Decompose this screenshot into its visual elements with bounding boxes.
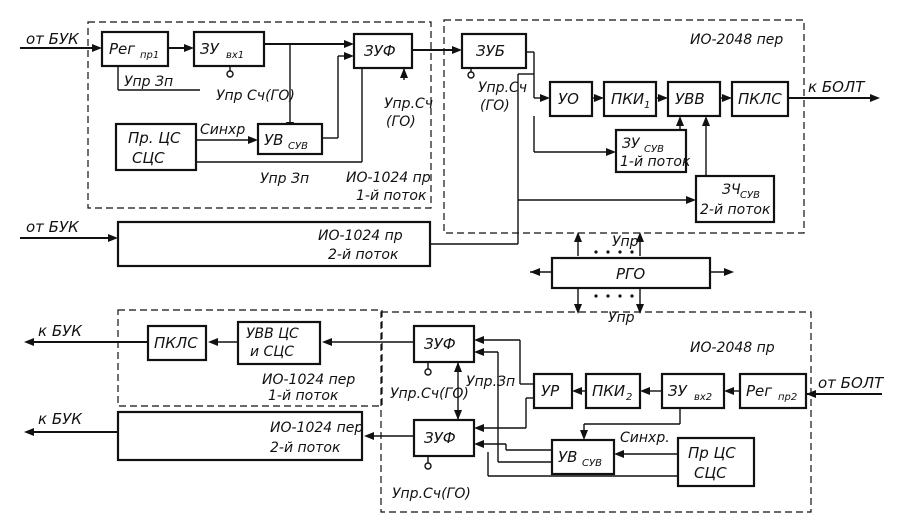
uvv-block: УВВ — [666, 80, 722, 118]
upr-zp-label-2: Упр Зп — [260, 171, 309, 187]
upr-sch-label-tx-l1: Упр.Сч — [384, 96, 433, 112]
svg-text:УО: УО — [558, 90, 579, 108]
input-label-from-bolt: от БОЛТ — [818, 374, 885, 392]
svg-text:УВ: УВ — [558, 448, 577, 466]
zu-vx1-block: ЗУ вх1 — [192, 30, 266, 68]
svg-text:ЗУБ: ЗУБ — [476, 42, 505, 60]
zuf-tx-block: ЗУФ — [352, 32, 414, 70]
svg-text:УВВ: УВВ — [675, 90, 705, 108]
svg-text:пр1: пр1 — [140, 50, 159, 61]
rgo-upr-bottom-label: Упр — [608, 310, 635, 326]
svg-text:ЗУФ: ЗУФ — [364, 42, 396, 60]
zuf-rx-lower-block: ЗУФ — [412, 418, 476, 458]
pr-cs-scs-block-tx: Пр. ЦС СЦС — [114, 122, 198, 172]
pki2-block: ПКИ 2 — [584, 372, 642, 410]
frame-io1024-rx-first — [117, 309, 383, 407]
frame-io2048-tx — [443, 19, 805, 234]
svg-text:УР: УР — [541, 382, 560, 400]
svg-text:пр2: пр2 — [778, 392, 797, 403]
svg-text:вх2: вх2 — [694, 392, 712, 403]
uv-suv-block-rx: УВ СУВ — [550, 438, 616, 476]
svg-text:Пр ЦС: Пр ЦС — [688, 444, 736, 462]
zub-block: ЗУБ — [460, 32, 528, 70]
sync-label-rx: Синхр. — [620, 430, 670, 446]
svg-text:ИО-1024 пр: ИО-1024 пр — [318, 228, 403, 244]
output-label-to-bolt: к БОЛТ — [808, 78, 866, 96]
svg-text:ЗУФ: ЗУФ — [424, 429, 456, 447]
svg-text:2: 2 — [626, 392, 632, 403]
pkls-rx-block: ПКЛС — [146, 324, 208, 362]
pr-cs-scs-block-rx: Пр ЦС СЦС — [676, 436, 756, 488]
svg-text:СЦС: СЦС — [132, 149, 165, 167]
upr-sch-label-tx-l2: (ГО) — [386, 114, 416, 130]
svg-text:Пр. ЦС: Пр. ЦС — [128, 129, 181, 147]
upr-sch-label-zub-l2: (ГО) — [480, 98, 510, 114]
reg-pr1-block: Рег пр1 — [100, 30, 170, 68]
reg-pr2-block: Рег пр2 — [738, 372, 808, 410]
uo-block: УО — [548, 80, 594, 118]
zuf-rx-upper-block: ЗУФ — [412, 324, 476, 364]
svg-text:вх1: вх1 — [226, 50, 244, 61]
output-label-to-buk-1: к БУК — [38, 322, 83, 340]
upr-sch-go-rx-label-1: Упр.Сч(ГО) — [390, 386, 469, 402]
svg-text:1: 1 — [644, 100, 650, 111]
svg-text:Рег: Рег — [109, 40, 135, 58]
io1024-pr-second-block: ИО-1024 пр 2-й поток — [116, 220, 432, 268]
svg-text:РГО: РГО — [616, 265, 645, 283]
io1024-pr-first-label-l2: 1-й поток — [356, 188, 427, 204]
svg-text:1-й поток: 1-й поток — [620, 154, 691, 170]
io2048-per-frame-label: ИО-2048 пер — [690, 32, 783, 48]
upr-sch-go-label: Упр Сч(ГО) — [216, 88, 295, 104]
svg-text:СУВ: СУВ — [582, 458, 602, 469]
zch-suv-second-block: ЗЧ СУВ 2-й поток — [694, 174, 776, 224]
sync-label-tx: Синхр — [200, 122, 245, 138]
input-label-from-buk-2: от БУК — [26, 218, 80, 236]
zu-vx2-block: ЗУ вх2 — [660, 372, 726, 410]
svg-text:СУВ: СУВ — [740, 190, 760, 201]
input-label-from-buk-1: от БУК — [26, 30, 80, 48]
frame-io1024-tx-first — [87, 21, 432, 209]
svg-text:СЦС: СЦС — [694, 464, 727, 482]
svg-text:2-й поток: 2-й поток — [328, 247, 399, 263]
svg-text:ЗУ: ЗУ — [622, 136, 641, 152]
upr-zp-rx-label: Упр.Зп — [466, 374, 515, 390]
ur-block: УР — [532, 372, 574, 410]
svg-text:ЗЧ: ЗЧ — [722, 182, 741, 198]
io2048-pr-frame-label: ИО-2048 пр — [690, 340, 775, 356]
rgo-upr-top-label: Упр — [612, 234, 639, 250]
svg-text:2-й поток: 2-й поток — [270, 440, 341, 456]
upr-sch-label-zub-l1: Упр.Сч — [478, 80, 527, 96]
frame-io2048-rx — [380, 311, 812, 513]
io1024-per-first-label-l1: ИО-1024 пер — [262, 372, 355, 388]
svg-text:УВВ ЦС: УВВ ЦС — [246, 326, 299, 342]
svg-text:ЗУ: ЗУ — [668, 382, 688, 400]
pkls-tx-block: ПКЛС — [730, 80, 790, 118]
rgo-block: РГО — [550, 256, 712, 290]
uv-suv-block-tx: УВ СУВ — [256, 122, 324, 156]
upr-zp-label-1: Упр Зп — [124, 74, 173, 90]
svg-text:ПКИ: ПКИ — [592, 382, 625, 400]
output-label-to-buk-2: к БУК — [38, 410, 83, 428]
uvv-cs-scs-block: УВВ ЦС и СЦС — [236, 320, 322, 366]
svg-text:ИО-1024 пер: ИО-1024 пер — [270, 420, 363, 436]
io1024-per-second-block: ИО-1024 пер 2-й поток — [116, 410, 363, 462]
svg-text:ЗУ: ЗУ — [200, 40, 220, 58]
io1024-pr-first-label-l1: ИО-1024 пр — [346, 170, 431, 186]
svg-text:ПКЛС: ПКЛС — [738, 90, 782, 108]
upr-sch-go-rx-label-2: Упр.Сч(ГО) — [392, 486, 471, 502]
svg-text:УВ: УВ — [264, 131, 283, 149]
svg-text:2-й поток: 2-й поток — [700, 202, 771, 218]
svg-text:и СЦС: и СЦС — [250, 344, 294, 360]
svg-text:СУВ: СУВ — [644, 144, 664, 155]
io1024-per-first-label-l2: 1-й поток — [268, 388, 339, 404]
svg-text:ЗУФ: ЗУФ — [424, 335, 456, 353]
svg-text:Рег: Рег — [746, 382, 772, 400]
svg-text:СУВ: СУВ — [288, 141, 308, 152]
svg-text:ПКЛС: ПКЛС — [154, 334, 198, 352]
pki1-block: ПКИ 1 — [602, 80, 658, 118]
svg-text:ПКИ: ПКИ — [611, 90, 644, 108]
zu-suv-first-block: ЗУ СУВ 1-й поток — [614, 128, 691, 174]
